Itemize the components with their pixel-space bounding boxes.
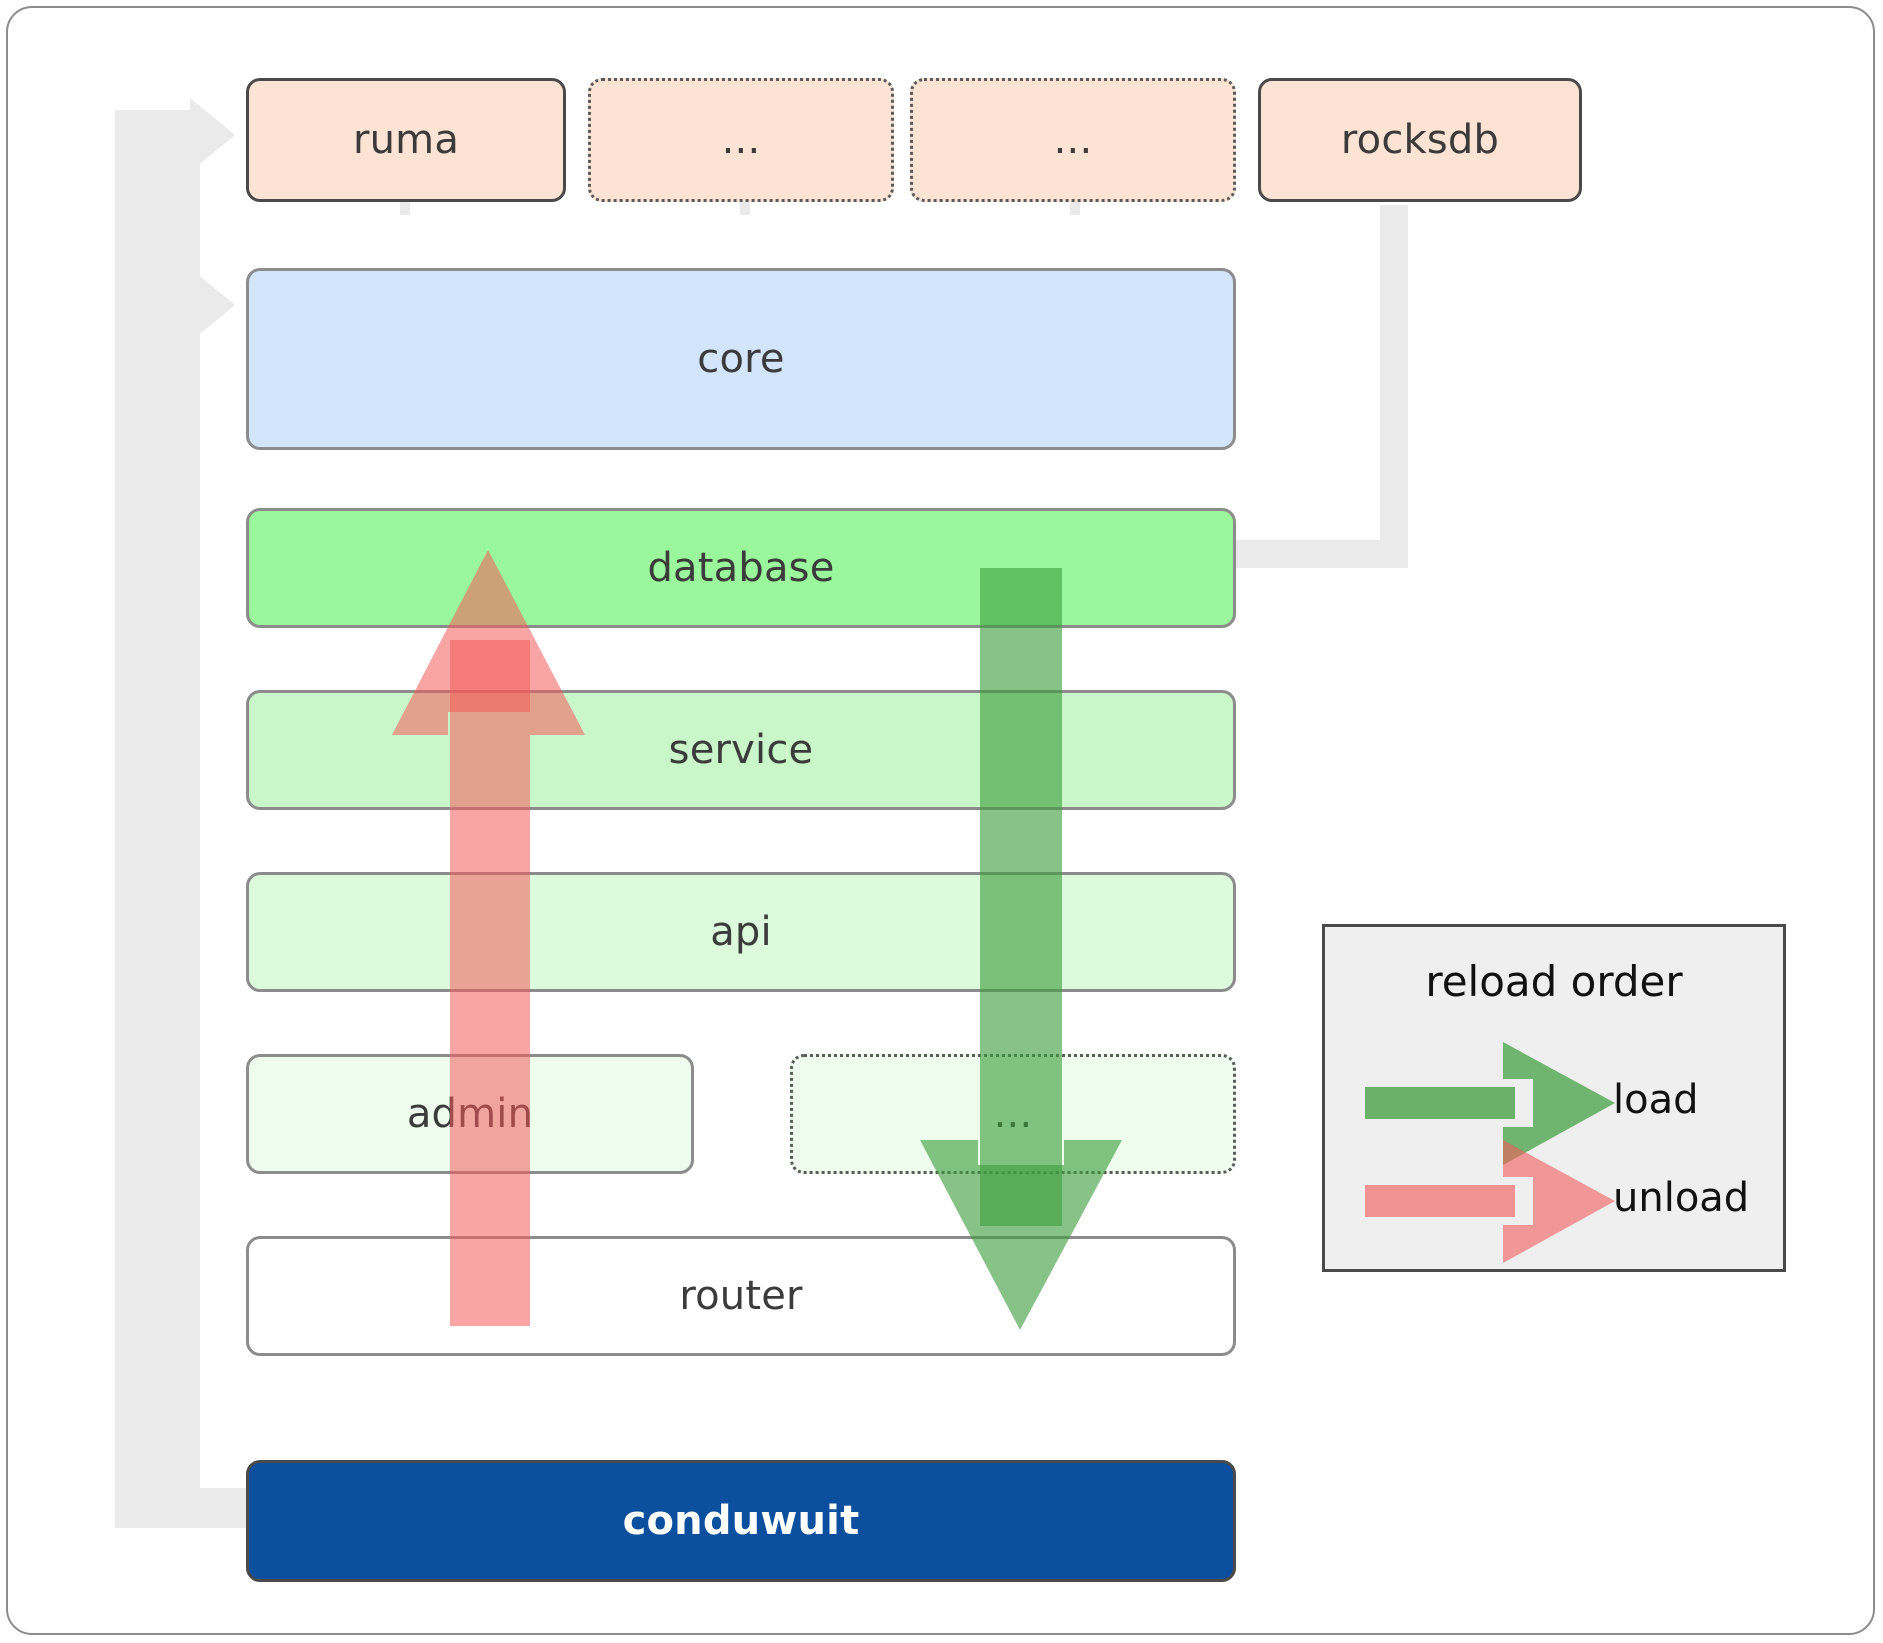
- node-label: ...: [1053, 117, 1093, 163]
- node-label: conduwuit: [622, 1498, 860, 1544]
- node-label: router: [679, 1273, 803, 1319]
- node-router[interactable]: router: [246, 1236, 1236, 1356]
- unload-arrow-icon: [1365, 1140, 1615, 1263]
- node-core[interactable]: core: [246, 268, 1236, 450]
- node-api[interactable]: api: [246, 872, 1236, 992]
- node-label: admin: [406, 1091, 534, 1137]
- load-arrow-icon: [1365, 1042, 1615, 1165]
- node-admin[interactable]: admin: [246, 1054, 694, 1174]
- node-label: rocksdb: [1340, 117, 1500, 163]
- legend-arrow-icons: [1365, 1042, 1615, 1263]
- node-ruma[interactable]: ruma: [246, 78, 566, 202]
- node-conduwuit[interactable]: conduwuit: [246, 1460, 1236, 1582]
- legend-label-unload: unload: [1613, 1175, 1750, 1221]
- node-label: ruma: [352, 117, 460, 163]
- node-database[interactable]: database: [246, 508, 1236, 628]
- node-external-more-2[interactable]: ...: [910, 78, 1236, 202]
- legend-title: reload order: [1425, 957, 1683, 1006]
- node-label: database: [647, 545, 835, 591]
- legend-panel: reload order load unload: [1322, 924, 1786, 1272]
- node-label: core: [697, 336, 785, 382]
- node-service[interactable]: service: [246, 690, 1236, 810]
- node-label: api: [710, 909, 772, 955]
- node-admin-more[interactable]: ...: [790, 1054, 1236, 1174]
- node-rocksdb[interactable]: rocksdb: [1258, 78, 1582, 202]
- diagram-frame: [6, 6, 1875, 1635]
- node-label: service: [668, 727, 814, 773]
- legend-label-load: load: [1613, 1077, 1699, 1123]
- node-external-more-1[interactable]: ...: [588, 78, 894, 202]
- node-label: ...: [721, 117, 761, 163]
- node-label: ...: [993, 1091, 1033, 1137]
